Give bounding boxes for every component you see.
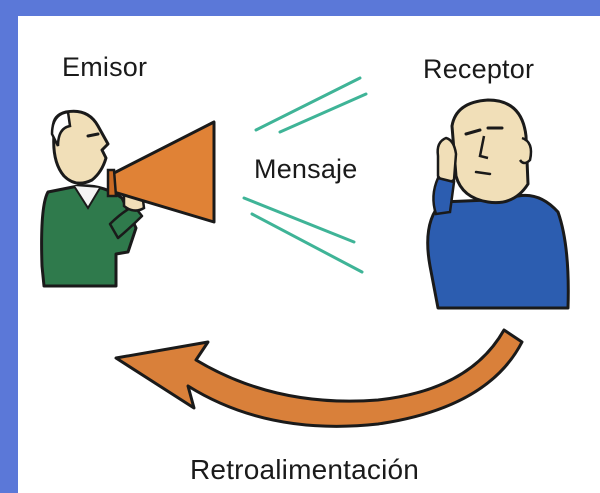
message-label: Mensaje xyxy=(254,154,358,184)
megaphone-icon xyxy=(106,120,216,224)
receiver-person-icon xyxy=(426,98,570,310)
sender-label: Emisor xyxy=(62,52,148,82)
diagram-drawing xyxy=(40,76,570,428)
sender-person-icon xyxy=(40,109,146,288)
feedback-label: Retroalimentación xyxy=(190,454,420,485)
feedback-arrow-icon xyxy=(114,328,524,428)
diagram-panel: Emisor Receptor Mensaje Retroalimentació… xyxy=(18,16,600,493)
receiver-label: Receptor xyxy=(423,54,535,84)
message-lines xyxy=(242,76,368,274)
